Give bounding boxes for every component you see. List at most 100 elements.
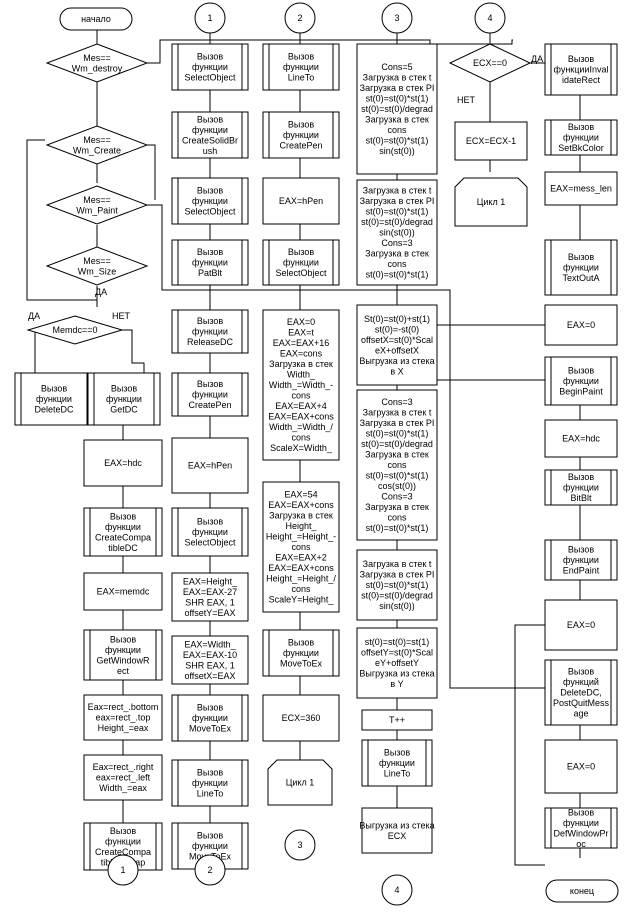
process-get-dc — [87, 372, 161, 426]
line-col6-loop — [419, 324, 545, 381]
block-compute-f — [356, 627, 438, 699]
decision-mes-create-text: Mes==Wm_Create — [73, 135, 121, 156]
block-eax-height — [171, 572, 249, 622]
process-create-pen-2 — [262, 111, 340, 159]
block-scale-x — [262, 309, 340, 461]
loop-end-cycle-1-text: Цикл 1 — [477, 197, 505, 207]
loop-start-cycle-1-text: Цикл 1 — [286, 778, 314, 788]
connector-4-bottom-text: 4 — [394, 885, 399, 895]
block-eax-hpen-2-text: EAX=hPen — [279, 196, 323, 206]
process-delete-dc-quit — [544, 659, 618, 726]
branch-labels: ДА НЕТ ДА ДА НЕТ — [28, 54, 543, 321]
connector-3-bottom-text: 3 — [297, 840, 302, 850]
process-def-window-proc — [544, 807, 618, 849]
block-eax-hpen-2 — [262, 177, 340, 225]
block-eax-hdc-2-text: EAX=hdc — [562, 434, 600, 444]
connector-2-bottom — [194, 854, 226, 886]
block-scale-y — [262, 481, 340, 613]
decision-memdc-text: Memdc==0 — [52, 325, 97, 335]
process-select-object-2 — [171, 177, 249, 225]
connector-3-bottom — [284, 829, 316, 861]
block-ecx-dec — [454, 121, 528, 161]
connector-1-top-text: 1 — [207, 13, 212, 23]
decision-mes-paint — [45, 185, 149, 225]
connector-3-top — [381, 2, 413, 34]
loop-end-cycle-1 — [454, 177, 528, 227]
decision-mes-destroy-text: Mes==Wm_destroy — [72, 53, 123, 74]
end-terminator — [545, 879, 619, 903]
connector-2-bottom-text: 2 — [207, 865, 212, 875]
block-ecx-360-text: ECX=360 — [282, 713, 321, 723]
block-eax-width — [171, 635, 249, 685]
connector-2-top-text: 2 — [297, 13, 302, 23]
process-set-bk-color — [544, 119, 618, 156]
block-eax-hdc-text: EAX=hdc — [104, 458, 142, 468]
block-eax-memdc — [83, 572, 163, 611]
process-line-to-1 — [171, 759, 249, 807]
process-select-object-4 — [262, 239, 340, 286]
process-text-out — [544, 239, 618, 296]
block-eax-mess-len-text: EAX=mess_len — [550, 184, 612, 194]
connector-1-bottom — [107, 854, 139, 886]
process-release-dc — [171, 309, 249, 354]
process-begin-paint — [544, 356, 618, 406]
flowchart-shapes: началоMes==Wm_destroyMes==Wm_CreateMes==… — [14, 2, 619, 906]
process-create-pen-1 — [171, 372, 249, 417]
process-create-compat-dc — [83, 507, 163, 557]
connector-1-top — [194, 2, 226, 34]
line-size-loop — [26, 139, 98, 301]
line-paint-yes — [145, 204, 545, 689]
connector-4-bottom — [381, 874, 413, 906]
start-terminator-text: начало — [81, 14, 111, 24]
block-compute-c-text: St(0)=st(0)+st(1)st(0)=-st(0)offsetX=st(… — [359, 314, 434, 377]
block-eax-0-c-text: EAX=0 — [567, 762, 595, 772]
block-eax-0-b-text: EAX=0 — [567, 620, 595, 630]
process-move-to-ex-3 — [262, 629, 340, 677]
process-patblt — [171, 239, 249, 286]
block-compute-b — [356, 179, 438, 286]
block-eax-0-b — [544, 599, 618, 651]
block-compute-d — [356, 389, 438, 541]
process-line-to-3 — [361, 739, 433, 787]
connector-4-top — [474, 2, 506, 34]
block-t-increment-text: T++ — [389, 715, 405, 725]
yes-label-memdc: ДА — [28, 311, 40, 321]
block-rect-bottom — [83, 694, 163, 741]
end-terminator-text: конец — [570, 886, 594, 896]
block-eax-0-a — [544, 304, 618, 346]
block-ecx-360 — [262, 694, 340, 742]
decision-mes-create — [45, 125, 149, 165]
process-invalidate-rect — [544, 43, 618, 96]
block-t-increment — [361, 709, 433, 731]
decision-mes-size — [45, 246, 149, 286]
block-eax-hdc — [83, 439, 163, 487]
block-pop-ecx — [361, 807, 433, 854]
